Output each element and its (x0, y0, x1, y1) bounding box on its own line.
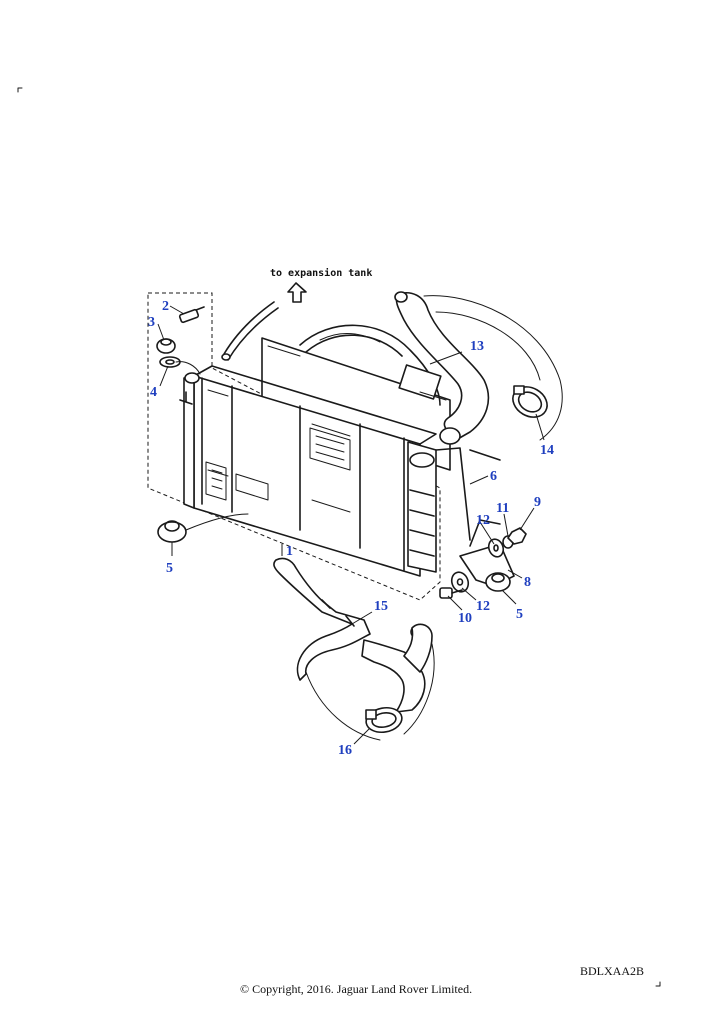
clip-sweep (305, 671, 381, 741)
fan-cowl (261, 324, 451, 471)
callout-10: 10 (458, 611, 472, 626)
washer-12-upper (487, 538, 505, 558)
hose-clip-lower (365, 706, 403, 734)
bolt-10 (439, 587, 463, 599)
callout-1: 1 (286, 544, 293, 559)
callout-3: 3 (148, 315, 155, 330)
corner-mark (655, 981, 661, 987)
mount-bush-right (485, 572, 511, 592)
callout-15: 15 (374, 599, 388, 614)
mount-bush-left (157, 513, 249, 543)
clip-sweep (403, 643, 435, 735)
side-bracket (435, 447, 471, 541)
callout-9: 9 (534, 495, 541, 510)
assembly-frame (147, 292, 441, 601)
callout-5-left: 5 (166, 561, 173, 576)
callout-14: 14 (540, 443, 554, 458)
callout-12-lower: 12 (476, 599, 490, 614)
callout-6: 6 (490, 469, 497, 484)
expansion-hose (221, 301, 279, 361)
bracket-edge (469, 449, 501, 461)
washer-leader (175, 361, 201, 375)
callout-leaders (157, 305, 545, 745)
clip-sweep (435, 311, 541, 381)
radiator-core (179, 365, 437, 577)
callout-11: 11 (496, 501, 509, 516)
drawing-code: BDLXAA2B (580, 964, 645, 978)
nut-9 (507, 527, 527, 545)
callout-8: 8 (524, 575, 531, 590)
callout-4: 4 (150, 385, 157, 400)
copyright-notice: © Copyright, 2016. Jaguar Land Rover Lim… (240, 982, 473, 996)
callout-16: 16 (338, 743, 352, 758)
temperature-switch (178, 306, 205, 324)
arrow-up-icon (287, 282, 307, 303)
callout-12-upper: 12 (476, 513, 490, 528)
sensor-plug (156, 338, 176, 354)
bottom-hose (273, 557, 433, 713)
hose-clip-upper (512, 385, 548, 418)
expansion-tank-note: to expansion tank (270, 267, 372, 279)
callout-2: 2 (162, 299, 169, 314)
callout-5-right: 5 (516, 607, 523, 622)
washer-12-lower (450, 571, 470, 593)
corner-mark (17, 87, 23, 93)
top-hose (394, 291, 490, 445)
clip-sweep (423, 295, 563, 441)
callout-13: 13 (470, 339, 484, 354)
